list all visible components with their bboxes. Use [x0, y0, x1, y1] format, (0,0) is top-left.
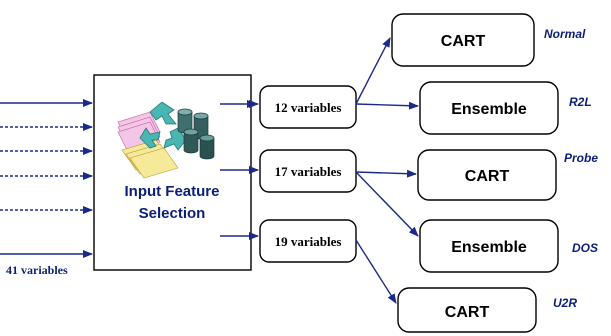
feature-selection-box — [93, 74, 252, 271]
selector-label-line1: Input Feature — [124, 183, 219, 200]
model-label-ensemble-r2l: Ensemble — [451, 101, 527, 118]
class-label-normal: Normal — [544, 27, 586, 41]
subset-label-17: 17 variables — [275, 164, 342, 179]
model-label-ensemble-dos: Ensemble — [451, 239, 527, 256]
class-label-r2l: R2L — [569, 95, 592, 109]
model-box-ensemble-r2l — [419, 81, 559, 135]
arrow-subset19-to-cart-u2r — [355, 239, 397, 304]
model-label-cart-probe: CART — [465, 168, 510, 185]
model-box-cart-probe — [417, 149, 557, 201]
model-box-cart-normal — [391, 13, 535, 67]
subset-box-17 — [259, 149, 357, 193]
arrow-subset12-to-ensemble-r2l — [355, 101, 419, 110]
input-count-label: 41 variables — [6, 263, 68, 277]
model-box-ensemble-dos — [419, 219, 559, 273]
subset-box-12 — [259, 85, 357, 129]
class-label-probe: Probe — [564, 151, 598, 165]
arrow-subset12-to-cart-normal — [355, 37, 391, 105]
selector-label-line2: Selection — [139, 205, 206, 222]
class-label-dos: DOS — [572, 241, 598, 255]
class-label-u2r: U2R — [553, 296, 577, 310]
subset-label-19: 19 variables — [275, 234, 342, 249]
recycle-database-icon — [117, 101, 215, 179]
model-label-cart-u2r: CART — [445, 304, 490, 321]
model-label-cart-normal: CART — [441, 33, 486, 50]
arrow-subset17-to-cart-probe — [355, 169, 417, 178]
subset-label-12: 12 variables — [275, 100, 342, 115]
arrow-subset17-to-ensemble-dos — [355, 171, 419, 237]
model-box-cart-u2r — [397, 287, 537, 333]
input-arrows — [0, 99, 93, 258]
